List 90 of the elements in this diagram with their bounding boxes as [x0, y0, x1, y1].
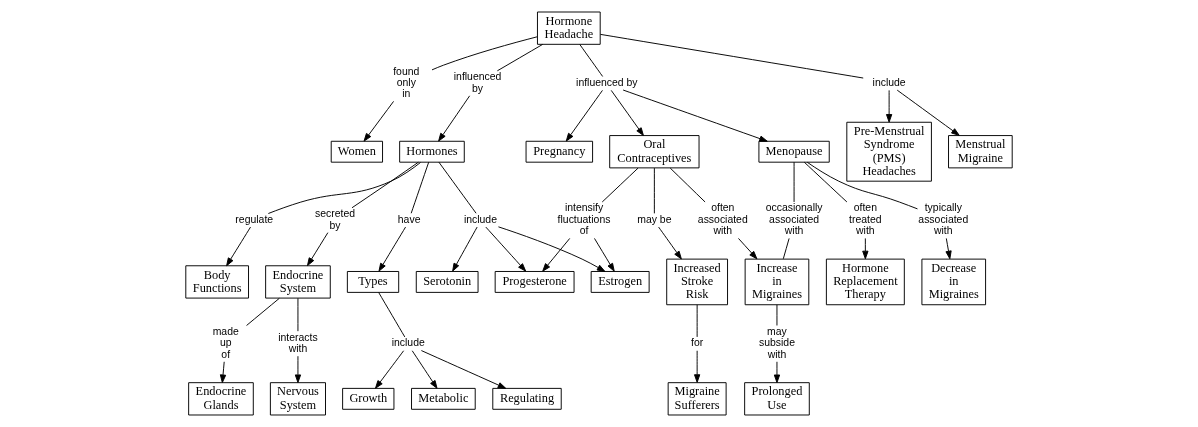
node-box: Hormone Headache	[537, 11, 601, 45]
node-text: secreted by	[315, 208, 356, 231]
node-text: have	[397, 213, 421, 225]
node-text: include	[872, 76, 906, 88]
node-box: Menstrual Migraine	[948, 135, 1013, 169]
arrow	[378, 226, 407, 272]
node-box: Increased Stroke Risk	[666, 258, 729, 306]
node-text: found only in	[393, 65, 420, 100]
node-text: include	[463, 213, 497, 225]
arrow	[363, 100, 395, 142]
arrow	[307, 232, 329, 267]
connector	[496, 43, 544, 72]
connector	[579, 44, 604, 77]
node-box: Metabolic	[411, 387, 476, 410]
node-box: Hormones	[399, 140, 465, 163]
node-box: Growth	[342, 387, 395, 410]
node-text: may be	[637, 213, 672, 225]
node-box: Endocrine System	[265, 265, 331, 299]
arrow	[452, 226, 478, 272]
node-text: made up of	[212, 325, 239, 360]
arrow	[610, 89, 644, 136]
arrow	[694, 350, 701, 383]
connector	[297, 297, 299, 332]
arrow	[594, 237, 615, 272]
node-text: intensify fluctuations of	[557, 202, 611, 237]
arrow	[219, 361, 227, 384]
connector	[776, 304, 778, 326]
connector	[378, 292, 406, 338]
node-box: Body Functions	[185, 265, 249, 299]
connector	[669, 167, 706, 203]
node-text: influenced by	[453, 71, 502, 94]
node-box: Nervous System	[269, 382, 326, 416]
connector	[267, 161, 421, 214]
node-box: Pregnancy	[525, 140, 594, 163]
node-box: Migraine Sufferers	[667, 382, 727, 416]
connector	[696, 304, 698, 338]
node-text: interacts with	[278, 331, 318, 355]
arrow	[945, 237, 952, 260]
arrow	[497, 226, 606, 272]
connector	[782, 237, 790, 260]
node-box: Prolonged Use	[744, 382, 810, 416]
connector	[351, 161, 419, 209]
arrow	[886, 89, 893, 123]
node-box: Estrogen	[590, 271, 650, 293]
node-box: Menopause	[758, 140, 830, 163]
arrow	[658, 226, 682, 260]
node-text: occasionally associated with	[765, 202, 823, 237]
arrow	[294, 355, 302, 383]
node-text: include	[391, 337, 425, 349]
node-box: Hormone Replacement Therapy	[825, 258, 905, 306]
node-text: often associated with	[697, 202, 748, 237]
connector	[431, 36, 538, 71]
connector	[246, 297, 280, 326]
arrow	[773, 361, 781, 384]
node-box: Progesterone	[494, 271, 575, 293]
node-box: Oral Contraceptives	[609, 135, 700, 169]
node-text: typically associated with	[918, 202, 969, 237]
arrow	[862, 237, 869, 260]
arrow	[420, 350, 507, 389]
node-text: regulate	[235, 213, 274, 225]
arrow	[438, 95, 471, 142]
connector	[806, 161, 918, 210]
connector	[803, 161, 848, 203]
node-box: Serotonin	[415, 271, 479, 293]
node-text: may subside with	[758, 325, 795, 360]
node-box: Types	[346, 271, 400, 293]
node-box: Decrease in Migraines	[921, 258, 987, 306]
arrow	[622, 89, 768, 142]
arrow	[411, 350, 438, 389]
connector	[653, 167, 655, 214]
arrow	[565, 89, 603, 142]
connector	[410, 161, 430, 214]
arrow	[542, 237, 571, 272]
arrow	[485, 226, 527, 272]
node-box: Endocrine Glands	[188, 382, 254, 416]
connector	[793, 161, 795, 203]
connector	[601, 167, 639, 203]
node-box: Regulating	[492, 387, 562, 410]
node-text: often treated with	[849, 202, 882, 237]
arrow	[896, 89, 960, 136]
arrow	[738, 237, 758, 260]
node-box: Increase in Migraines	[744, 258, 810, 306]
node-text: for	[691, 337, 704, 349]
connector	[438, 161, 477, 214]
node-box: Women	[330, 140, 383, 163]
node-box: Pre-Menstrual Syndrome (PMS) Headaches	[846, 121, 932, 182]
arrow	[375, 350, 405, 389]
node-text: influenced by	[576, 76, 638, 88]
arrow	[226, 226, 251, 267]
connector	[599, 33, 864, 79]
